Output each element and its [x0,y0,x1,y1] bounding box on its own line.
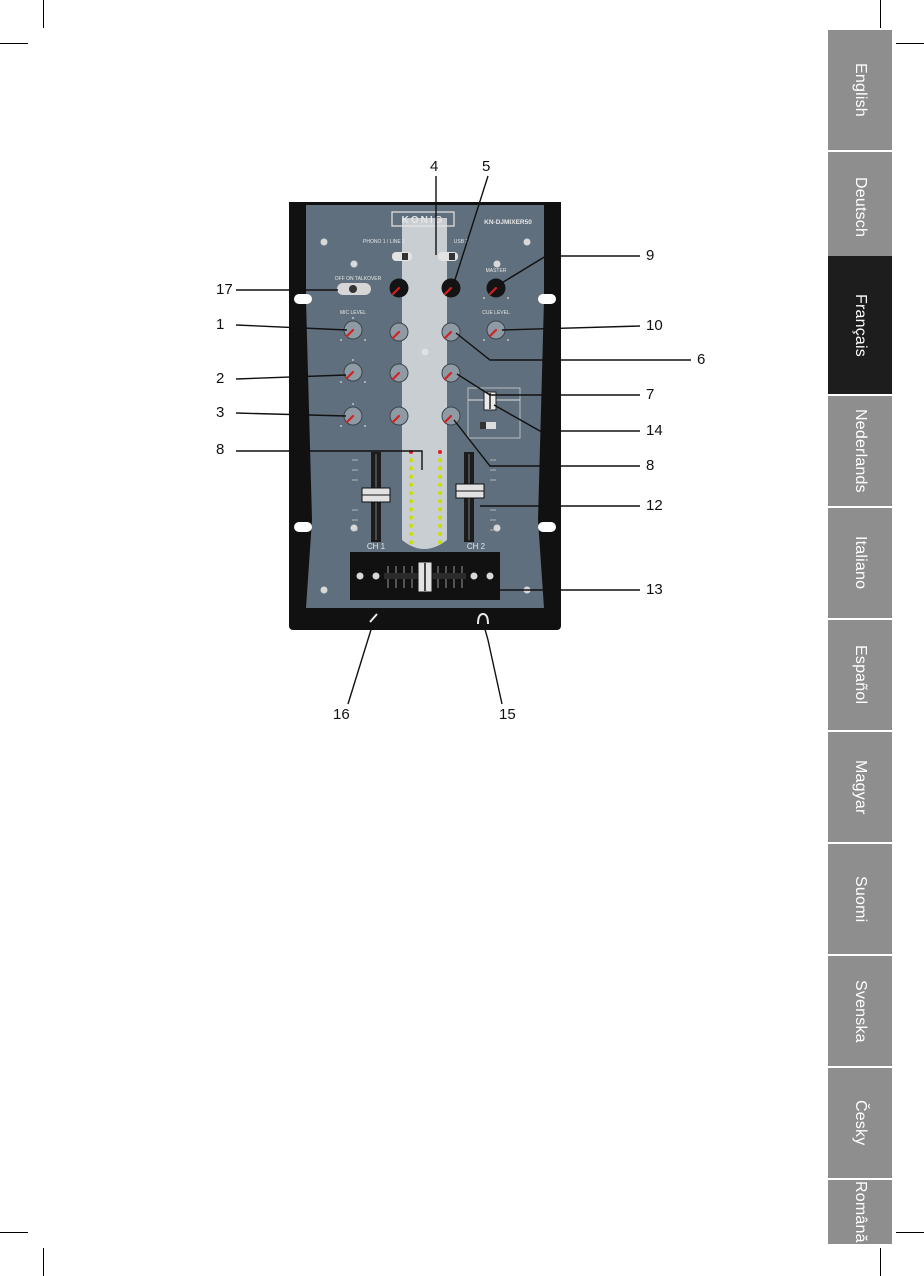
meter-led [438,483,442,487]
brand-logo: KONIG [402,215,445,226]
meter-led [409,524,413,528]
meter-led [409,458,413,462]
meter-led [409,475,413,479]
meter-led [409,491,413,495]
meter-led [409,466,413,470]
switch-thumb [480,422,486,429]
callout-1: 1 [216,316,224,333]
callout-16: 16 [333,706,350,723]
meter-led [409,532,413,536]
meter-led [438,507,442,511]
meter-led [438,499,442,503]
callout-5: 5 [482,158,490,175]
meter-led [438,450,442,454]
callout-12: 12 [646,497,663,514]
meter-led [438,458,442,462]
callout-9: 9 [646,247,654,264]
callout-7: 7 [646,386,654,403]
callout-4: 4 [430,158,438,175]
meter-led [438,475,442,479]
meter-led [438,540,442,544]
callout-6: 6 [697,351,705,368]
switch-thumb [349,285,357,293]
callout-14: 14 [646,422,663,439]
callout-8-left: 8 [216,441,224,458]
callout-10: 10 [646,317,663,334]
master-label: MASTER [486,268,507,274]
callout-2: 2 [216,370,224,387]
meter-led [438,491,442,495]
switch-thumb [449,253,455,260]
meter-led [438,466,442,470]
rack-slot [538,522,556,532]
rack-slot [294,522,312,532]
mic-level-label: MIC LEVEL [340,310,366,316]
callout-3: 3 [216,404,224,421]
meter-led [409,483,413,487]
switch-thumb [402,253,408,260]
ch2-label: CH 2 [467,542,486,551]
model-label: KN-DJMIXER50 [484,219,532,226]
callout-17: 17 [216,281,233,298]
callout-15: 15 [499,706,516,723]
meter-led [409,540,413,544]
panel-screw [422,349,429,356]
callout-13: 13 [646,581,663,598]
input-ch1-label: PHONO 1 / LINE 1 [363,239,405,245]
ch1-label: CH 1 [367,542,386,551]
meter-led [438,532,442,536]
meter-led [409,507,413,511]
rack-slot [294,294,312,304]
rack-slot [538,294,556,304]
callout-8-right: 8 [646,457,654,474]
meter-led [438,516,442,520]
meter-led [409,499,413,503]
cue-level-label: CUE LEVEL [482,310,510,316]
meter-led [438,524,442,528]
meter-led [409,516,413,520]
talkover-label: OFF ON TALKOVER [335,276,382,282]
